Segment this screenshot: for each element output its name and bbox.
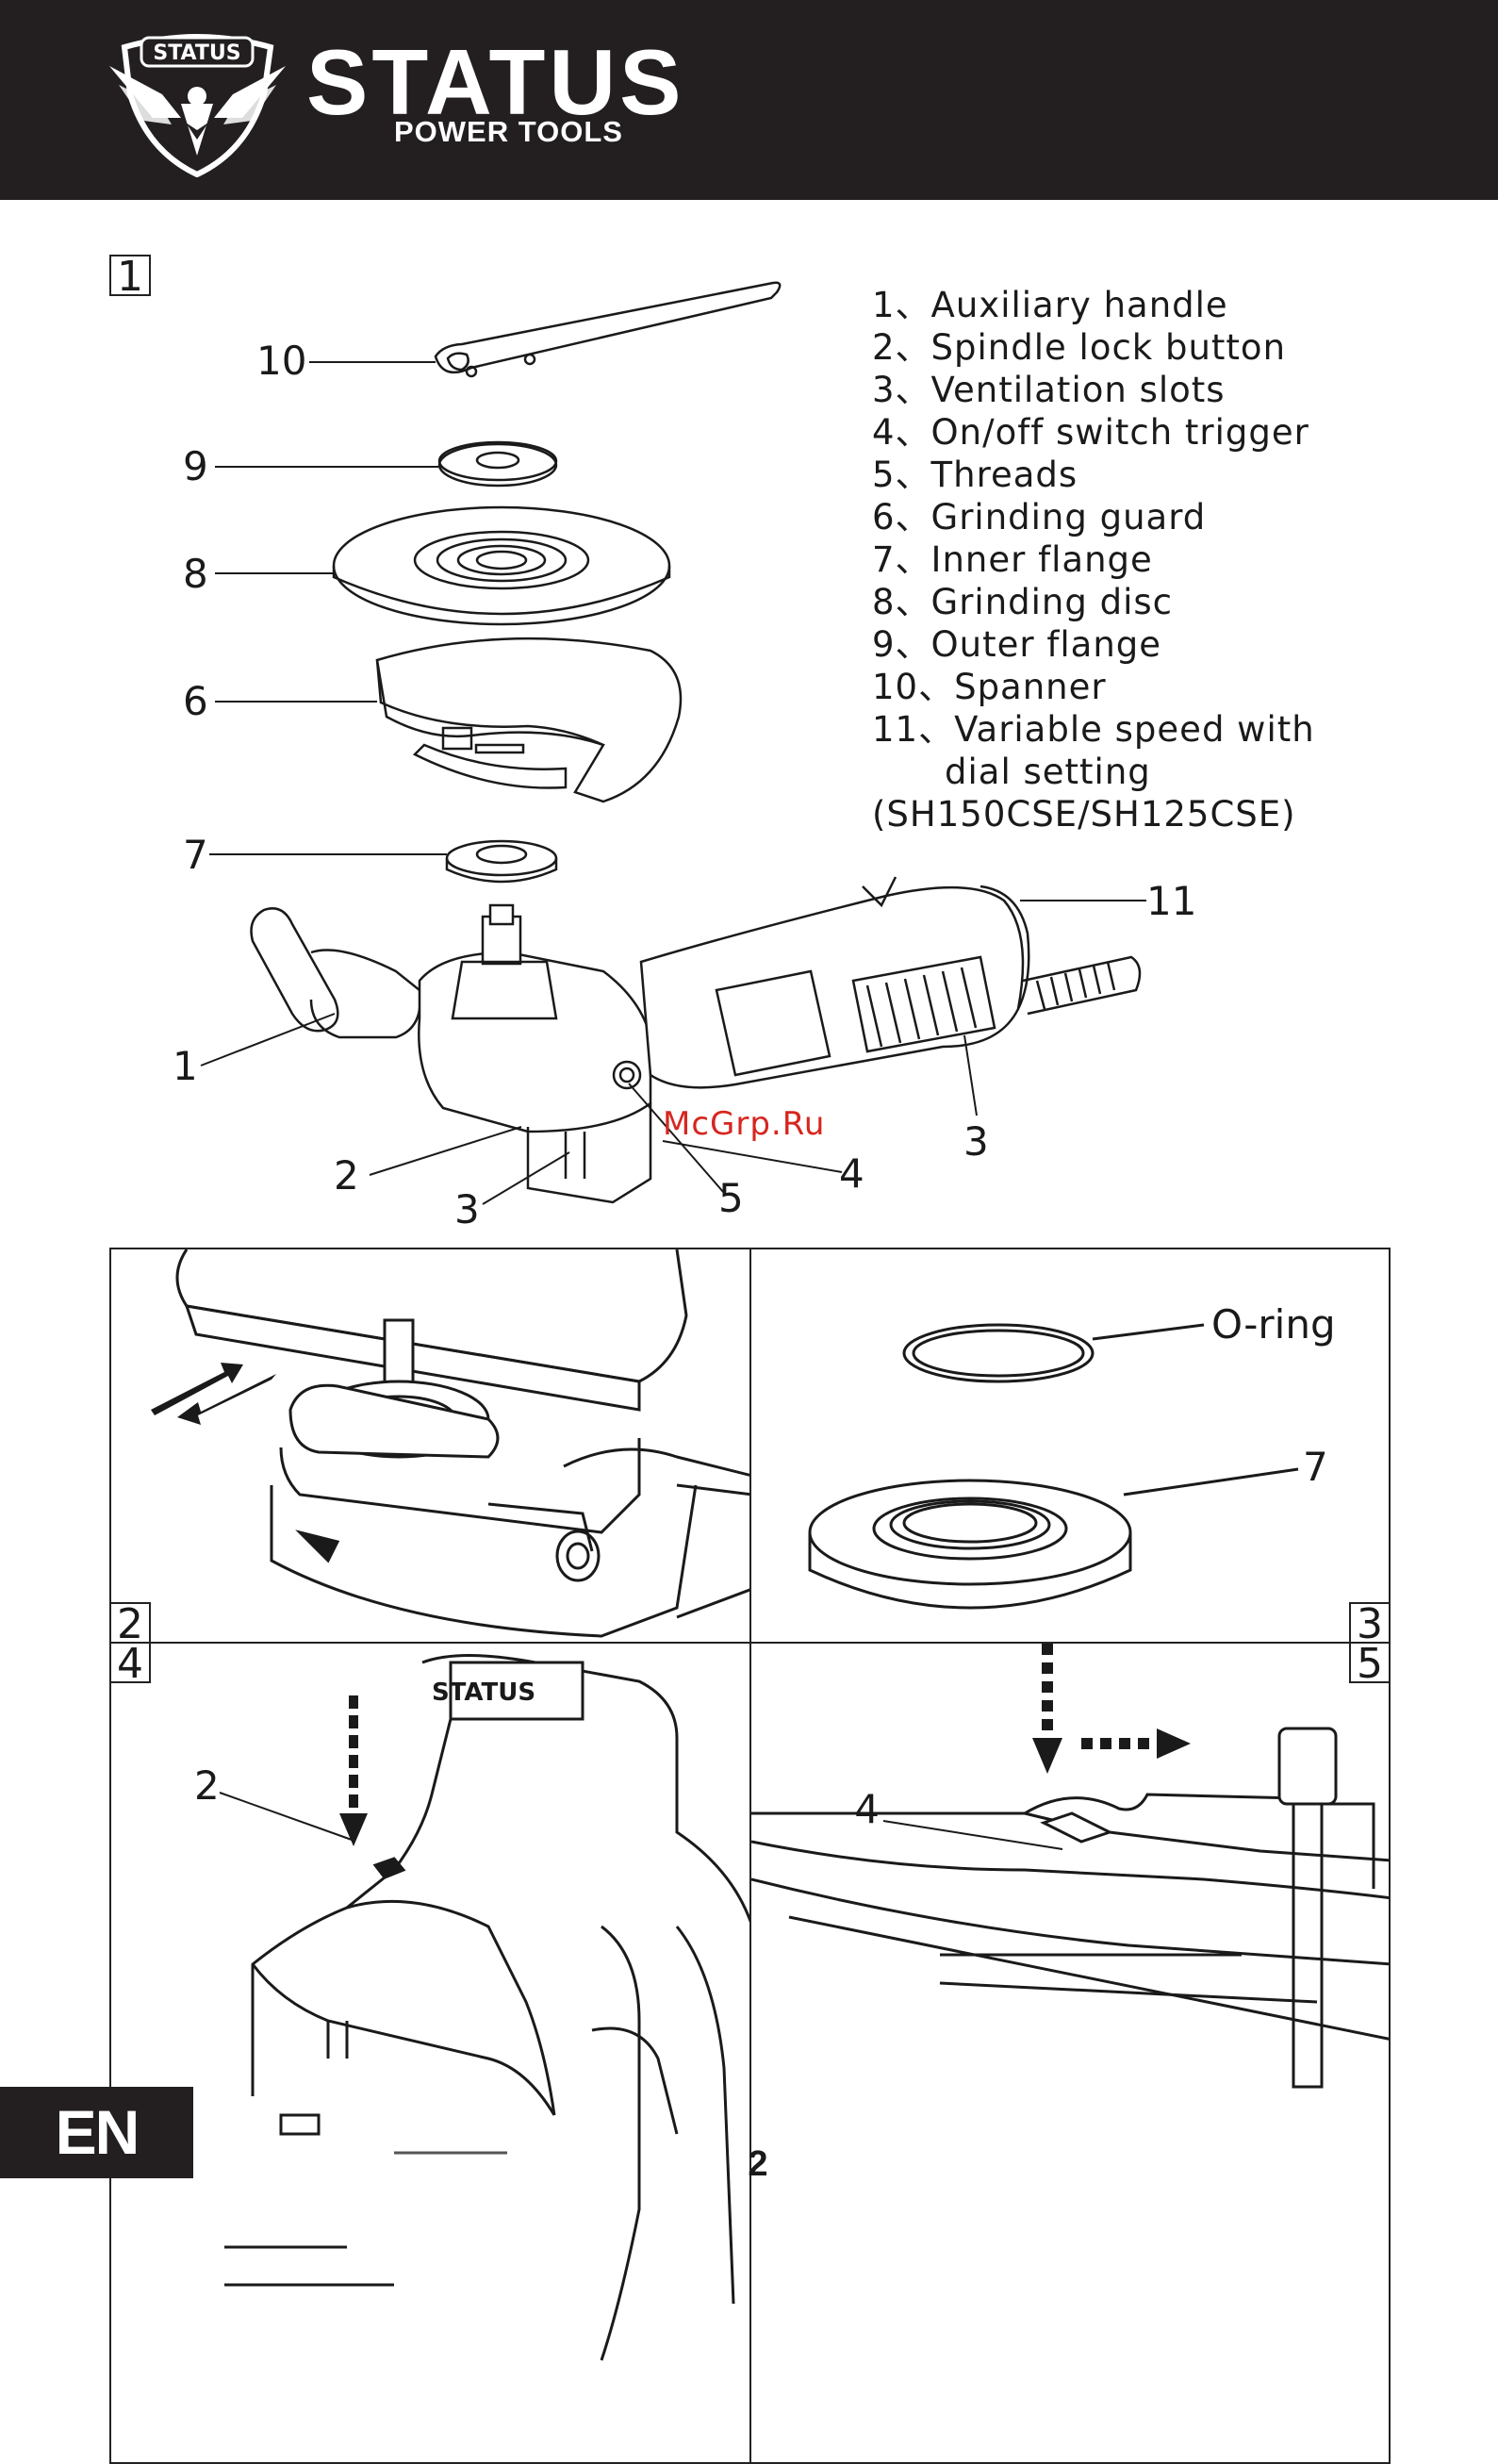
callout-10: 10 [256, 338, 307, 384]
figure-4-panel: STATUS 2 4 [109, 1642, 751, 2464]
callout-5: 5 [718, 1175, 744, 1221]
callout-9: 9 [183, 443, 208, 489]
switch-trigger-drawing: 4 [751, 1644, 1389, 2089]
figure-5-panel: 4 5 [749, 1642, 1391, 2464]
motor-housing-drawing [639, 885, 1025, 1089]
callout-8: 8 [183, 551, 208, 597]
figure-2-number: 2 [111, 1602, 151, 1642]
watermark: McGrp.Ru [663, 1105, 826, 1143]
callout-3-front: 3 [454, 1186, 480, 1232]
label-inner-flange: 7 [1303, 1444, 1328, 1490]
spanner-drawing [434, 281, 782, 374]
parts-list-item: 7、Inner flange [872, 539, 1153, 580]
callout-11: 11 [1146, 878, 1197, 924]
callout-7: 7 [183, 832, 208, 878]
brand-name: STATUS [306, 30, 685, 134]
figure-2-panel: 2 [109, 1248, 751, 1644]
guard-rotation-drawing [151, 1249, 749, 1638]
parts-list-item: 10、Spanner [872, 667, 1107, 707]
label-switch-trigger: 4 [854, 1786, 880, 1832]
parts-list-item: 5、Threads [872, 455, 1078, 495]
callout-6: 6 [183, 678, 208, 724]
parts-list: 1、Auxiliary handle 2、Spindle lock button… [872, 284, 1400, 835]
language-badge: EN [0, 2087, 193, 2178]
parts-list-item: 11、Variable speed with [872, 709, 1315, 750]
parts-list-item: 1、Auxiliary handle [872, 285, 1228, 325]
callout-3-rear: 3 [963, 1118, 989, 1165]
eagle-shield-logo-icon: STATUS [109, 34, 286, 177]
figure-3-panel: O-ring 7 3 [749, 1248, 1391, 1644]
label-o-ring: O-ring [1211, 1301, 1336, 1348]
power-cord-drawing [1022, 955, 1142, 1016]
page-number: 2 [748, 2144, 768, 2184]
figure-4-number: 4 [111, 1644, 151, 1685]
callout-2: 2 [334, 1152, 359, 1199]
header-bar: STATUS STATUS POWER TOOLS [0, 0, 1498, 200]
figure-5-number: 5 [1349, 1644, 1389, 1685]
logo-text: STATUS [153, 41, 240, 65]
housing-brand-text: STATUS [432, 1678, 535, 1707]
callout-4: 4 [839, 1150, 864, 1197]
parts-list-item: 9、Outer flange [872, 624, 1162, 665]
parts-list-item: 4、On/off switch trigger [872, 412, 1309, 453]
auxiliary-handle-drawing [250, 907, 339, 1033]
parts-list-item: 6、Grinding guard [872, 497, 1207, 537]
figure-1-number: 1 [109, 255, 151, 298]
parts-list-item: 8、Grinding disc [872, 582, 1174, 622]
gear-head-drawing [418, 951, 652, 1133]
spindle-lock-drawing: STATUS 2 [194, 1654, 749, 2361]
figure-3-number: 3 [1349, 1602, 1389, 1642]
parts-list-item: 3、Ventilation slots [872, 370, 1226, 410]
parts-list-item: 2、Spindle lock button [872, 327, 1287, 368]
label-spindle-lock: 2 [194, 1762, 220, 1809]
o-ring-drawing [902, 1323, 1095, 1383]
callout-1: 1 [173, 1043, 198, 1089]
exploded-grinder-diagram [200, 281, 1146, 1205]
parts-list-item-continuation: dial setting [945, 752, 1151, 792]
brand-subtitle: POWER TOOLS [394, 115, 623, 148]
inner-flange-oring-drawing: O-ring 7 [808, 1301, 1336, 1610]
parts-list-model-note: (SH150CSE/SH125CSE) [872, 794, 1296, 835]
